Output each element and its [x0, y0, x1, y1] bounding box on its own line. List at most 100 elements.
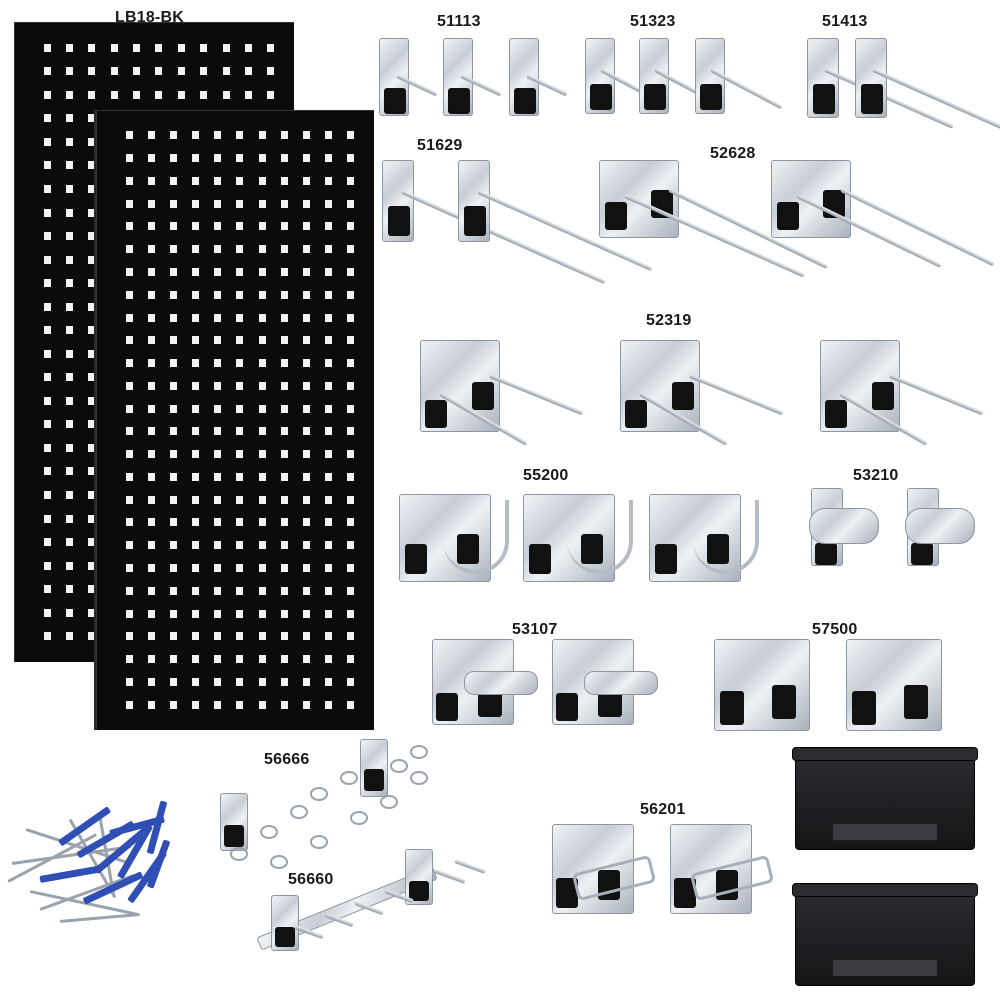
pegboard-hole: [214, 290, 222, 299]
pegboard-hole: [347, 245, 355, 254]
pegboard-hole: [258, 632, 266, 641]
pegboard-hole: [192, 677, 200, 686]
pegboard-hole: [325, 359, 333, 368]
pegboard-hole: [347, 472, 355, 481]
pegboard-hole: [125, 655, 133, 664]
pegboard-hole: [347, 222, 355, 231]
pegboard-hole: [43, 585, 51, 594]
pegboard-hole: [66, 396, 74, 405]
pegboard-hole: [214, 586, 222, 595]
pegboard-hole: [303, 700, 311, 709]
pegboard-label: LB18-BK: [115, 9, 184, 26]
pegboard-hole: [347, 700, 355, 709]
pegboard-hole: [280, 472, 288, 481]
pegboard-hole: [236, 199, 244, 208]
pegboard-hole: [280, 518, 288, 527]
pegboard-hole: [192, 632, 200, 641]
pegboard-hole: [325, 404, 333, 413]
pegboard-hole: [125, 427, 133, 436]
pegboard-hole: [222, 90, 230, 99]
pegboard-hole: [325, 563, 333, 572]
pegboard-hole: [192, 518, 200, 527]
pegboard-hole: [303, 313, 311, 322]
pegboard-hole: [66, 443, 74, 452]
pegboard-hole: [258, 563, 266, 572]
pegboard-hole: [192, 450, 200, 459]
pegboard-hole: [222, 43, 230, 52]
pegboard-hole: [88, 255, 96, 264]
pegboard-hole: [303, 199, 311, 208]
pegboard-hole: [66, 279, 74, 288]
pegboard-hole: [258, 541, 266, 550]
pegboard-hole: [66, 585, 74, 594]
pegboard-hole: [347, 427, 355, 436]
pegboard-hole: [200, 43, 208, 52]
pegboard-hole: [303, 563, 311, 572]
pegboard-hole: [214, 267, 222, 276]
pegboard-hole: [258, 472, 266, 481]
pegboard-hole: [214, 472, 222, 481]
pegboard-hole: [125, 154, 133, 163]
pegboard-hole: [303, 427, 311, 436]
pegboard-hole: [43, 467, 51, 476]
hook-55200-group: [395, 488, 775, 593]
pegboard-hole: [88, 90, 96, 99]
pegboard-hole: [125, 313, 133, 322]
pegboard-hole: [43, 208, 51, 217]
pegboard-hole: [66, 490, 74, 499]
pegboard-hole: [325, 609, 333, 618]
pegboard-hole: [125, 267, 133, 276]
pegboard-hole: [43, 632, 51, 641]
pegboard-hole: [125, 199, 133, 208]
pegboard-hole: [66, 420, 74, 429]
hook-51413-group: [805, 38, 1000, 130]
pegboard-hole: [325, 632, 333, 641]
pegboard-hole: [280, 700, 288, 709]
bin-lip: [792, 883, 978, 897]
pegboard-hole: [169, 541, 177, 550]
pegboard-hole: [214, 450, 222, 459]
pegboard-hole: [88, 443, 96, 452]
pegboard-hole: [325, 381, 333, 390]
pegboard-hole: [88, 373, 96, 382]
pegboard-hole: [147, 609, 155, 618]
pegboard-hole: [325, 222, 333, 231]
pegboard-hole: [214, 222, 222, 231]
pegboard-hole: [147, 154, 155, 163]
pegboard-hole: [280, 267, 288, 276]
pegboard-hole: [280, 154, 288, 163]
tool-holder-56660: [255, 845, 495, 975]
pegboard-hole: [347, 655, 355, 664]
pegboard-hole: [244, 43, 252, 52]
screws-and-anchors: [0, 800, 210, 930]
pegboard-hole: [258, 290, 266, 299]
pegboard-hole: [214, 359, 222, 368]
pegboard-hole: [236, 655, 244, 664]
pegboard-hole: [280, 586, 288, 595]
pegboard-hole: [192, 336, 200, 345]
pegboard-hole: [347, 290, 355, 299]
pegboard-hole: [88, 279, 96, 288]
pegboard-holes: [118, 124, 362, 716]
pegboard-hole: [125, 495, 133, 504]
pegboard-hole: [169, 313, 177, 322]
pegboard-hole: [66, 326, 74, 335]
pegboard-hole: [66, 608, 74, 617]
pegboard-hole: [236, 495, 244, 504]
pegboard-hole: [347, 677, 355, 686]
pegboard-hole: [66, 302, 74, 311]
pegboard-hole: [125, 518, 133, 527]
pegboard-hole: [169, 245, 177, 254]
pegboard-hole: [258, 677, 266, 686]
part-label-51113: 51113: [437, 13, 481, 30]
pegboard-hole: [258, 381, 266, 390]
pegboard-hole: [133, 43, 141, 52]
pegboard-hole: [244, 67, 252, 76]
pegboard-hole: [147, 563, 155, 572]
pegboard-hole: [192, 131, 200, 140]
pegboard-hole: [192, 222, 200, 231]
pegboard-hole: [303, 222, 311, 231]
pegboard-hole: [147, 267, 155, 276]
pegboard-hole: [214, 154, 222, 163]
pegboard-hole: [192, 586, 200, 595]
